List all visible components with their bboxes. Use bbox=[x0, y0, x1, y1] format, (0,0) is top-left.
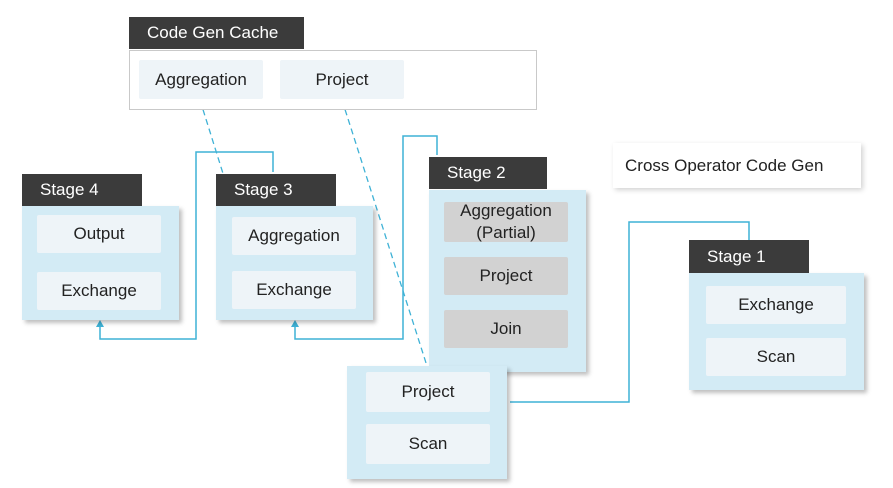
stage-2-aggregation-partial: Aggregation (Partial) bbox=[444, 201, 568, 242]
stage-1-exchange: Exchange bbox=[706, 286, 846, 324]
cross-operator-note: Cross Operator Code Gen bbox=[613, 143, 861, 188]
cache-item-project: Project bbox=[280, 60, 404, 99]
link-stage1-to-stage2 bbox=[510, 221, 750, 403]
bottom-stage-scan: Scan bbox=[366, 424, 490, 464]
cache-link-project bbox=[341, 99, 428, 367]
stage-4-label: Stage 4 bbox=[22, 174, 142, 206]
stage-2-join: Join bbox=[444, 310, 568, 348]
arrowhead-stage3 bbox=[291, 320, 299, 327]
stage-2-aggregation-line1: Aggregation bbox=[460, 201, 552, 220]
code-gen-cache-title: Code Gen Cache bbox=[129, 17, 304, 49]
stage-1-scan: Scan bbox=[706, 338, 846, 376]
stage-4-exchange: Exchange bbox=[37, 272, 161, 310]
link-stage3-to-stage4 bbox=[99, 151, 274, 340]
stage-1-label: Stage 1 bbox=[689, 240, 809, 273]
cache-item-aggregation: Aggregation bbox=[139, 60, 263, 99]
link-stage2-to-stage3 bbox=[294, 135, 438, 340]
arrowhead-stage4 bbox=[96, 320, 104, 327]
bottom-stage-project: Project bbox=[366, 372, 490, 412]
stage-4-output: Output bbox=[37, 215, 161, 253]
stage-2-project: Project bbox=[444, 257, 568, 295]
stage-3-aggregation: Aggregation bbox=[232, 217, 356, 255]
stage-3-label: Stage 3 bbox=[216, 174, 336, 206]
stage-3-exchange: Exchange bbox=[232, 271, 356, 309]
stage-2-label: Stage 2 bbox=[429, 157, 547, 189]
stage-2-aggregation-line2: (Partial) bbox=[476, 223, 536, 242]
